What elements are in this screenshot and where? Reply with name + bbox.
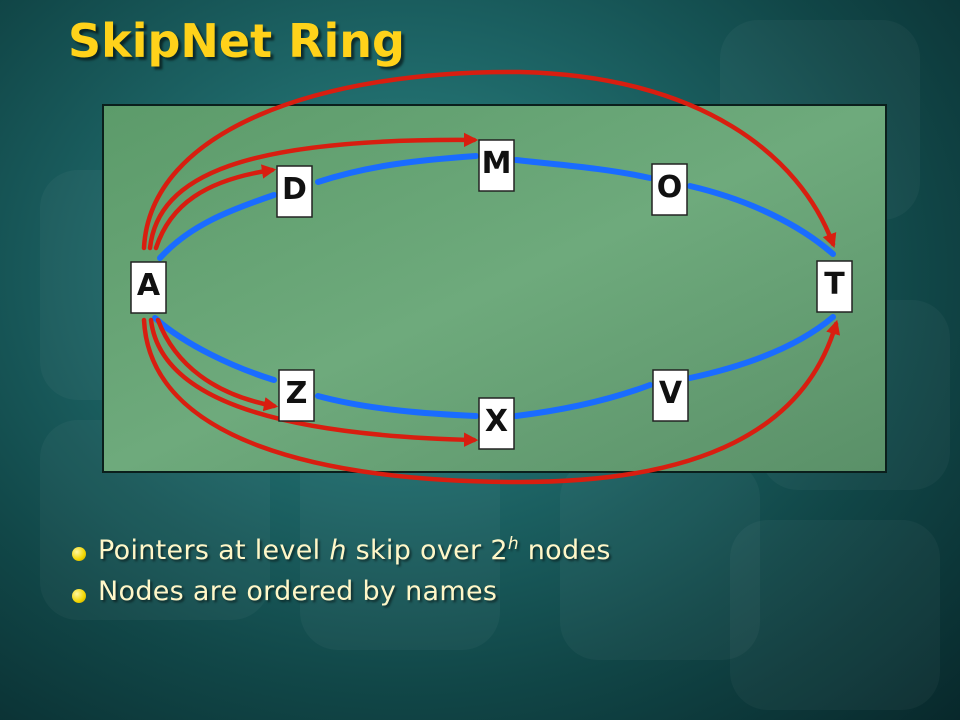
node-z: Z (278, 369, 315, 422)
slide-title: SkipNet Ring (68, 14, 405, 68)
node-a: A (130, 261, 167, 314)
pointer-a-x (148, 317, 479, 447)
node-box (130, 261, 167, 314)
ring-link-o-t (687, 183, 836, 257)
node-box (276, 165, 313, 218)
pointer-a-t-bottom (141, 317, 841, 485)
node-label: A (137, 268, 161, 303)
node-v: V (652, 369, 689, 422)
node-box (478, 139, 515, 192)
node-label: V (659, 376, 683, 411)
node-box (816, 260, 853, 313)
bullet-text-2: Nodes are ordered by names (98, 576, 498, 607)
bullet-item-2: Nodes are ordered by names (72, 576, 611, 607)
node-label: O (657, 170, 683, 205)
node-box (478, 397, 515, 450)
bullet-dot-icon (72, 589, 86, 603)
ring-link-z-x (315, 393, 479, 419)
pointer-a-d (153, 164, 277, 251)
node-label: X (485, 404, 508, 439)
pointer-a-m (147, 132, 479, 251)
ring-link-m-o (513, 157, 653, 181)
bullet-text-1: Pointers at level h skip over 2h nodes (98, 534, 611, 566)
bullet-dot-icon (72, 547, 86, 561)
node-box (278, 369, 315, 422)
pointer-a-z (155, 317, 279, 412)
bullet-list: Pointers at level h skip over 2h nodes N… (72, 534, 611, 617)
pointer-a-t-top (141, 69, 837, 251)
node-o: O (651, 163, 688, 216)
ring-links (152, 153, 836, 419)
ring-link-a-z (152, 315, 277, 383)
node-t: T (816, 260, 853, 313)
node-label: M (482, 146, 512, 181)
ring-nodes: A D M O T V X Z (130, 139, 853, 450)
node-label: Z (286, 376, 308, 411)
bullet-item-1: Pointers at level h skip over 2h nodes (72, 534, 611, 566)
node-label: T (824, 267, 845, 302)
node-d: D (276, 165, 313, 218)
node-m: M (478, 139, 515, 192)
node-x: X (478, 397, 515, 450)
node-box (651, 163, 688, 216)
ring-link-x-v (513, 382, 653, 419)
ring-link-a-d (157, 192, 277, 261)
node-label: D (282, 172, 307, 207)
skip-pointers (141, 69, 841, 485)
ring-link-v-t (687, 314, 836, 381)
node-box (652, 369, 689, 422)
ring-link-d-m (315, 153, 479, 185)
